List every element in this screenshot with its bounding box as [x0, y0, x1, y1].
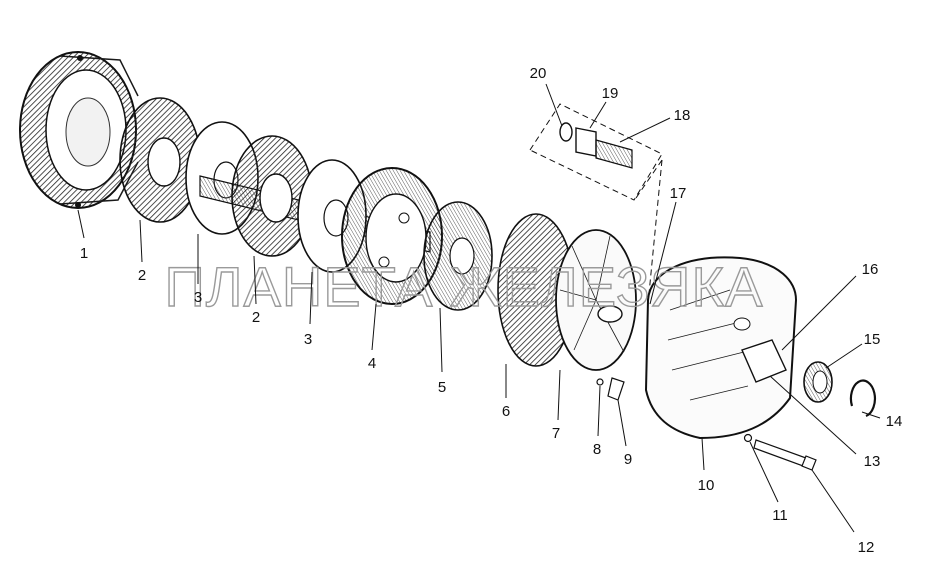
callout-18: 18 [674, 107, 691, 124]
callout-15: 15 [864, 331, 881, 348]
callout-2: 2 [138, 267, 146, 284]
callout-11: 11 [772, 507, 788, 524]
part-10-gear-housing [644, 256, 798, 440]
callout-14: 14 [886, 413, 903, 430]
callout-4: 4 [368, 355, 376, 372]
part-5-diaphragm-spring [423, 201, 493, 311]
callout-1: 1 [80, 245, 88, 262]
part-2-friction-disc-second [231, 135, 313, 257]
watermark-text: ПЛАНЕТА ЖЕЛЕЗЯКА [165, 255, 764, 318]
callout-3: 3 [194, 289, 202, 306]
part-14-snap-ring [849, 379, 877, 418]
part-15-seal [803, 361, 833, 403]
callout-20: 20 [530, 65, 547, 82]
callout-5: 5 [438, 379, 446, 396]
part-2-friction-disc [119, 97, 201, 223]
callout-6: 6 [502, 403, 510, 420]
part-9-bolt [607, 377, 625, 401]
callout-3b: 3 [304, 331, 312, 348]
part-8-washer [596, 378, 604, 386]
callout-19: 19 [602, 85, 619, 102]
part-1-housing [19, 51, 139, 209]
callout-labels: 1 2 3 2 3 4 5 6 7 8 9 10 11 12 13 14 15 … [80, 65, 903, 556]
part-11-washer [743, 433, 753, 443]
sub-assembly-18-20 [529, 103, 663, 305]
callout-2b: 2 [252, 309, 260, 326]
callout-12: 12 [858, 539, 875, 556]
part-12-long-bolt [753, 439, 817, 471]
callout-13: 13 [864, 453, 881, 470]
callout-16: 16 [862, 261, 879, 278]
callout-8: 8 [593, 441, 601, 458]
callout-9: 9 [624, 451, 632, 468]
part-4-pressure-plate [341, 167, 443, 305]
callout-10: 10 [698, 477, 715, 494]
callout-17: 17 [670, 185, 687, 202]
leader-lines [77, 83, 881, 533]
callout-7: 7 [552, 425, 560, 442]
part-7-cover [555, 229, 637, 371]
